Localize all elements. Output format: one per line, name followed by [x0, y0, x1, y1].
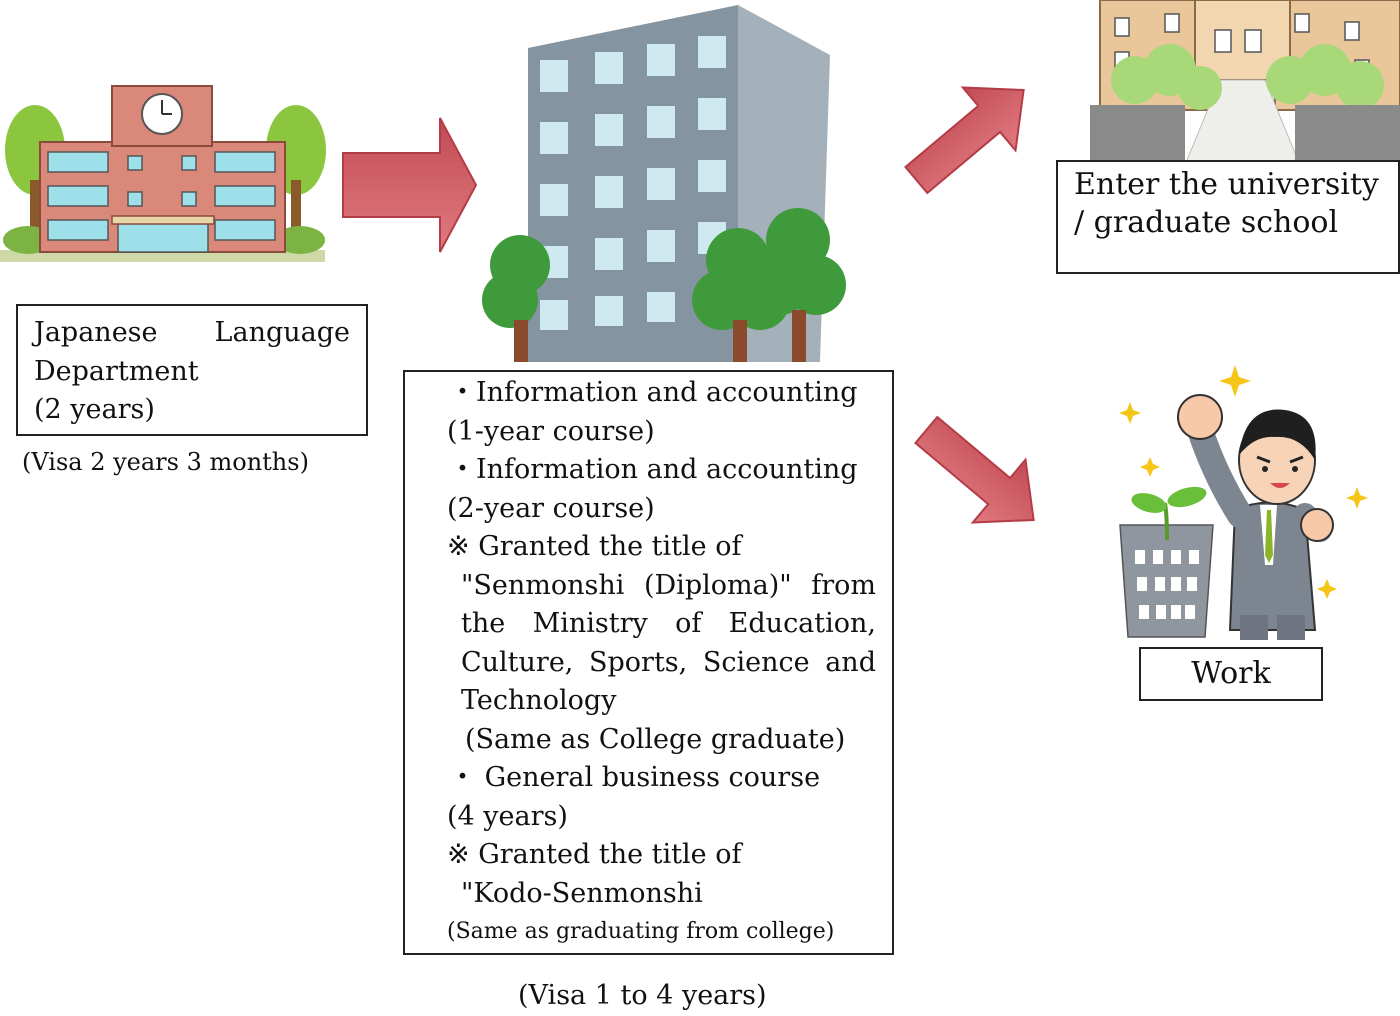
title-note: ※ Granted the title of — [447, 839, 742, 870]
title-note: ※ Granted the title of — [447, 531, 742, 562]
university-box: Enter the university / graduate school — [1056, 160, 1400, 274]
course-duration: (2-year course) — [447, 492, 655, 524]
title-note-detail: Technology — [461, 685, 617, 716]
language-department-label-line: Department — [34, 355, 199, 387]
title-note-equivalence: (Same as graduating from college) — [447, 919, 835, 944]
language-department-duration: (2 years) — [34, 394, 155, 425]
title-note-equivalence: (Same as College graduate) — [465, 723, 846, 755]
title-note-detail: "Kodo-Senmonshi — [461, 877, 703, 909]
worker-illustration — [1105, 365, 1375, 645]
vocational-courses-box: ・Information and accounting (1-year cour… — [403, 370, 894, 955]
title-note-detail: "Senmonshi (Diploma)" from — [461, 569, 876, 601]
course-item: ・ General business course — [449, 762, 821, 793]
japanese-language-department-box: Japanese Language Department (2 years) — [16, 304, 368, 436]
course-item: ・Information and accounting — [449, 454, 858, 485]
course-duration: (1-year course) — [447, 415, 655, 447]
work-box: Work — [1139, 647, 1323, 701]
vocational-visa-note: (Visa 1 to 4 years) — [518, 980, 767, 1011]
course-duration: (4 years) — [447, 800, 568, 832]
work-label: Work — [1191, 656, 1271, 691]
title-note-detail: Culture, Sports, Science and — [461, 646, 876, 678]
course-item: ・Information and accounting — [449, 377, 858, 408]
arrow-down-right-icon — [905, 400, 1055, 550]
university-label-line: / graduate school — [1074, 205, 1339, 240]
language-department-label-line: Japanese Language — [34, 317, 350, 348]
university-label-line: Enter the university — [1074, 167, 1379, 202]
language-school-visa-note: (Visa 2 years 3 months) — [22, 448, 309, 476]
vocational-school-illustration — [480, 0, 850, 365]
arrow-up-right-icon — [895, 60, 1045, 210]
title-note-detail: the Ministry of Education, — [461, 608, 876, 639]
arrow-right-icon — [340, 115, 480, 255]
language-school-illustration — [0, 80, 330, 270]
university-illustration — [1085, 0, 1400, 165]
